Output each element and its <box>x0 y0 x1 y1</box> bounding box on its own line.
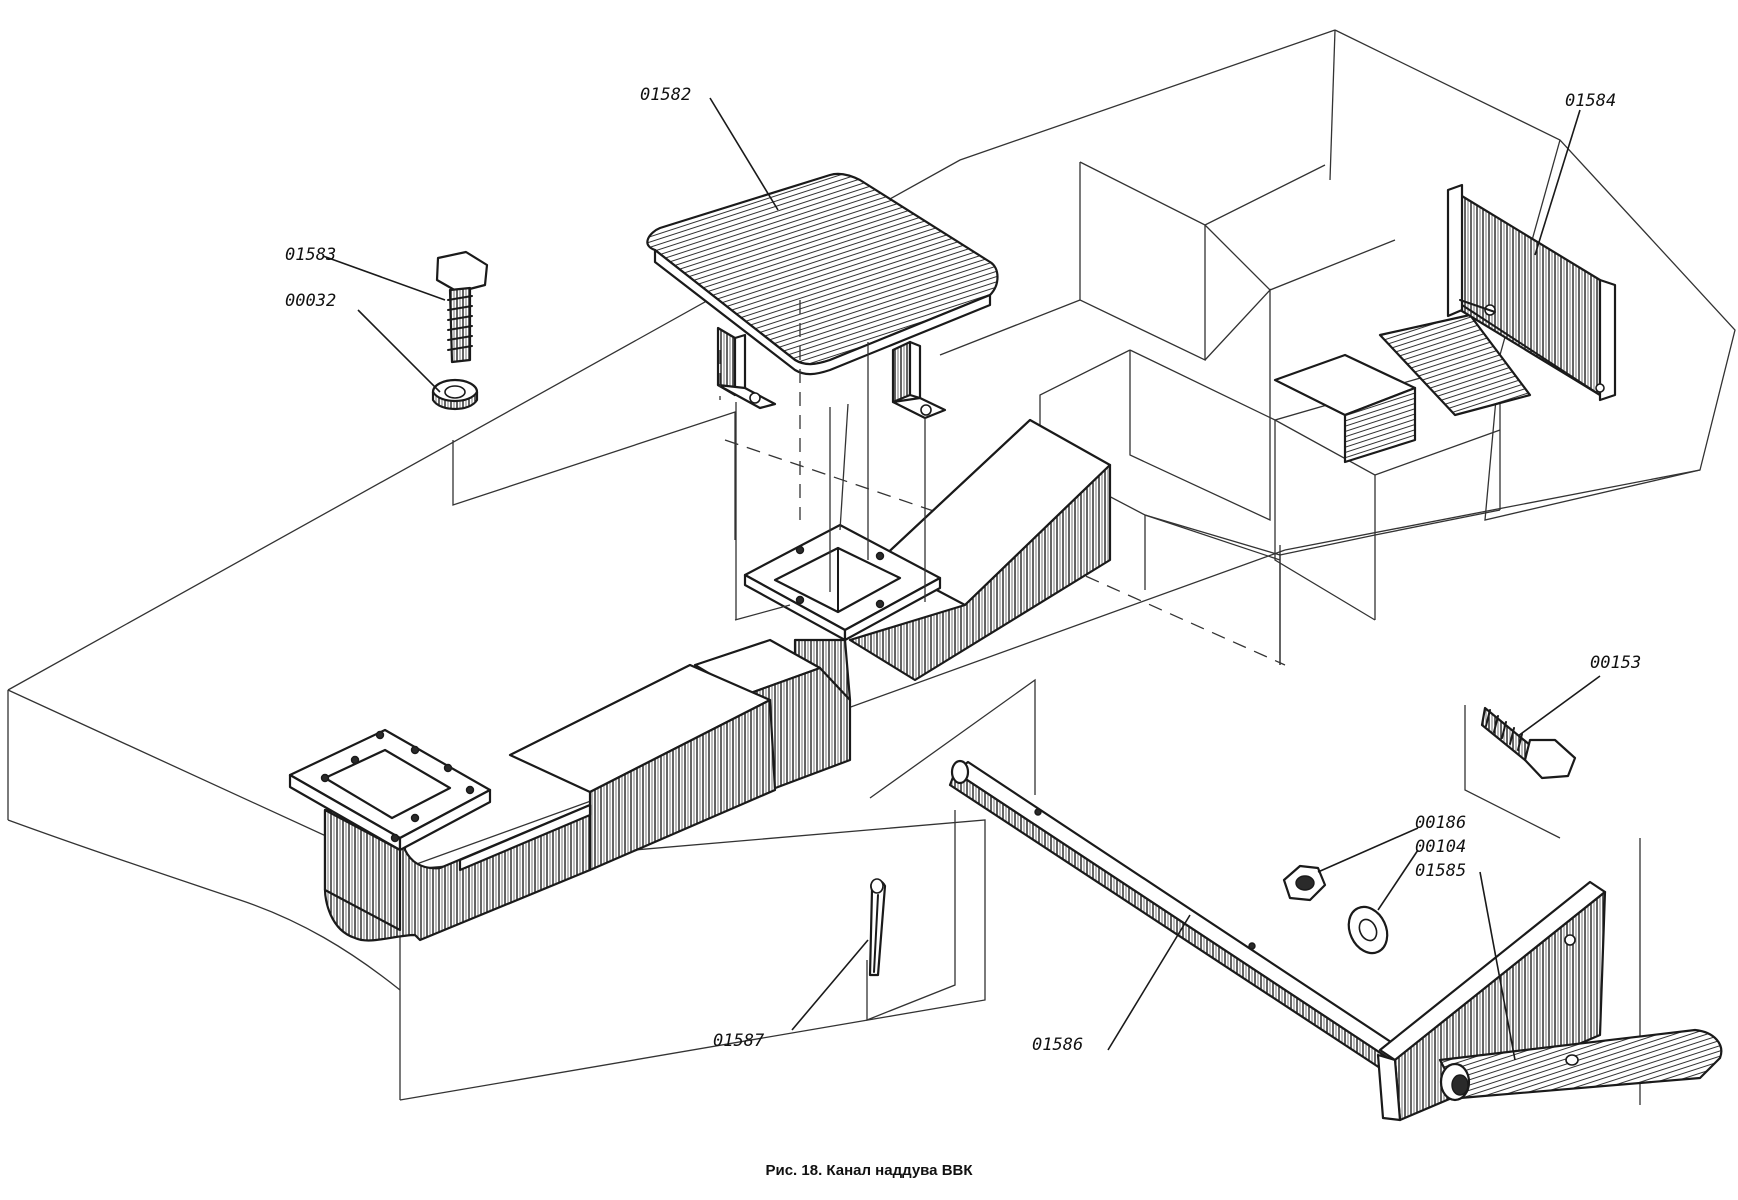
lever-bracket-01585 <box>1376 880 1723 1122</box>
vehicle-hull-outline <box>7 29 1736 1101</box>
part-01584-flap <box>1446 183 1617 402</box>
bolt-00153 <box>1480 706 1577 780</box>
label-01584: 01584 <box>1565 91 1616 111</box>
washer-00032 <box>431 378 479 411</box>
part-01582-cover <box>646 172 999 420</box>
leader-lines <box>322 97 1601 1061</box>
nut-00186 <box>1282 864 1327 902</box>
label-01586: 01586 <box>1032 1035 1083 1055</box>
label-01587: 01587 <box>713 1031 765 1051</box>
label-00104: 00104 <box>1415 837 1466 857</box>
label-01583: 01583 <box>285 245 336 265</box>
shaft-01586 <box>948 759 1402 1070</box>
label-00153: 00153 <box>1590 653 1641 673</box>
washer-00104 <box>1347 905 1389 955</box>
part-labels: 01582 01583 00032 01584 00153 00186 0010… <box>285 85 1641 1055</box>
label-00032: 00032 <box>285 291 336 311</box>
label-01582: 01582 <box>640 85 691 105</box>
assembly-guide-lines <box>452 300 1641 1105</box>
bolt-01583 <box>435 250 489 364</box>
air-duct-assembly <box>288 418 1112 942</box>
label-01585: 01585 <box>1415 861 1466 881</box>
cotter-pin-01587 <box>868 878 887 977</box>
figure-caption: Рис. 18. Канал наддува ВВК <box>765 1162 973 1179</box>
label-00186: 00186 <box>1415 813 1466 833</box>
